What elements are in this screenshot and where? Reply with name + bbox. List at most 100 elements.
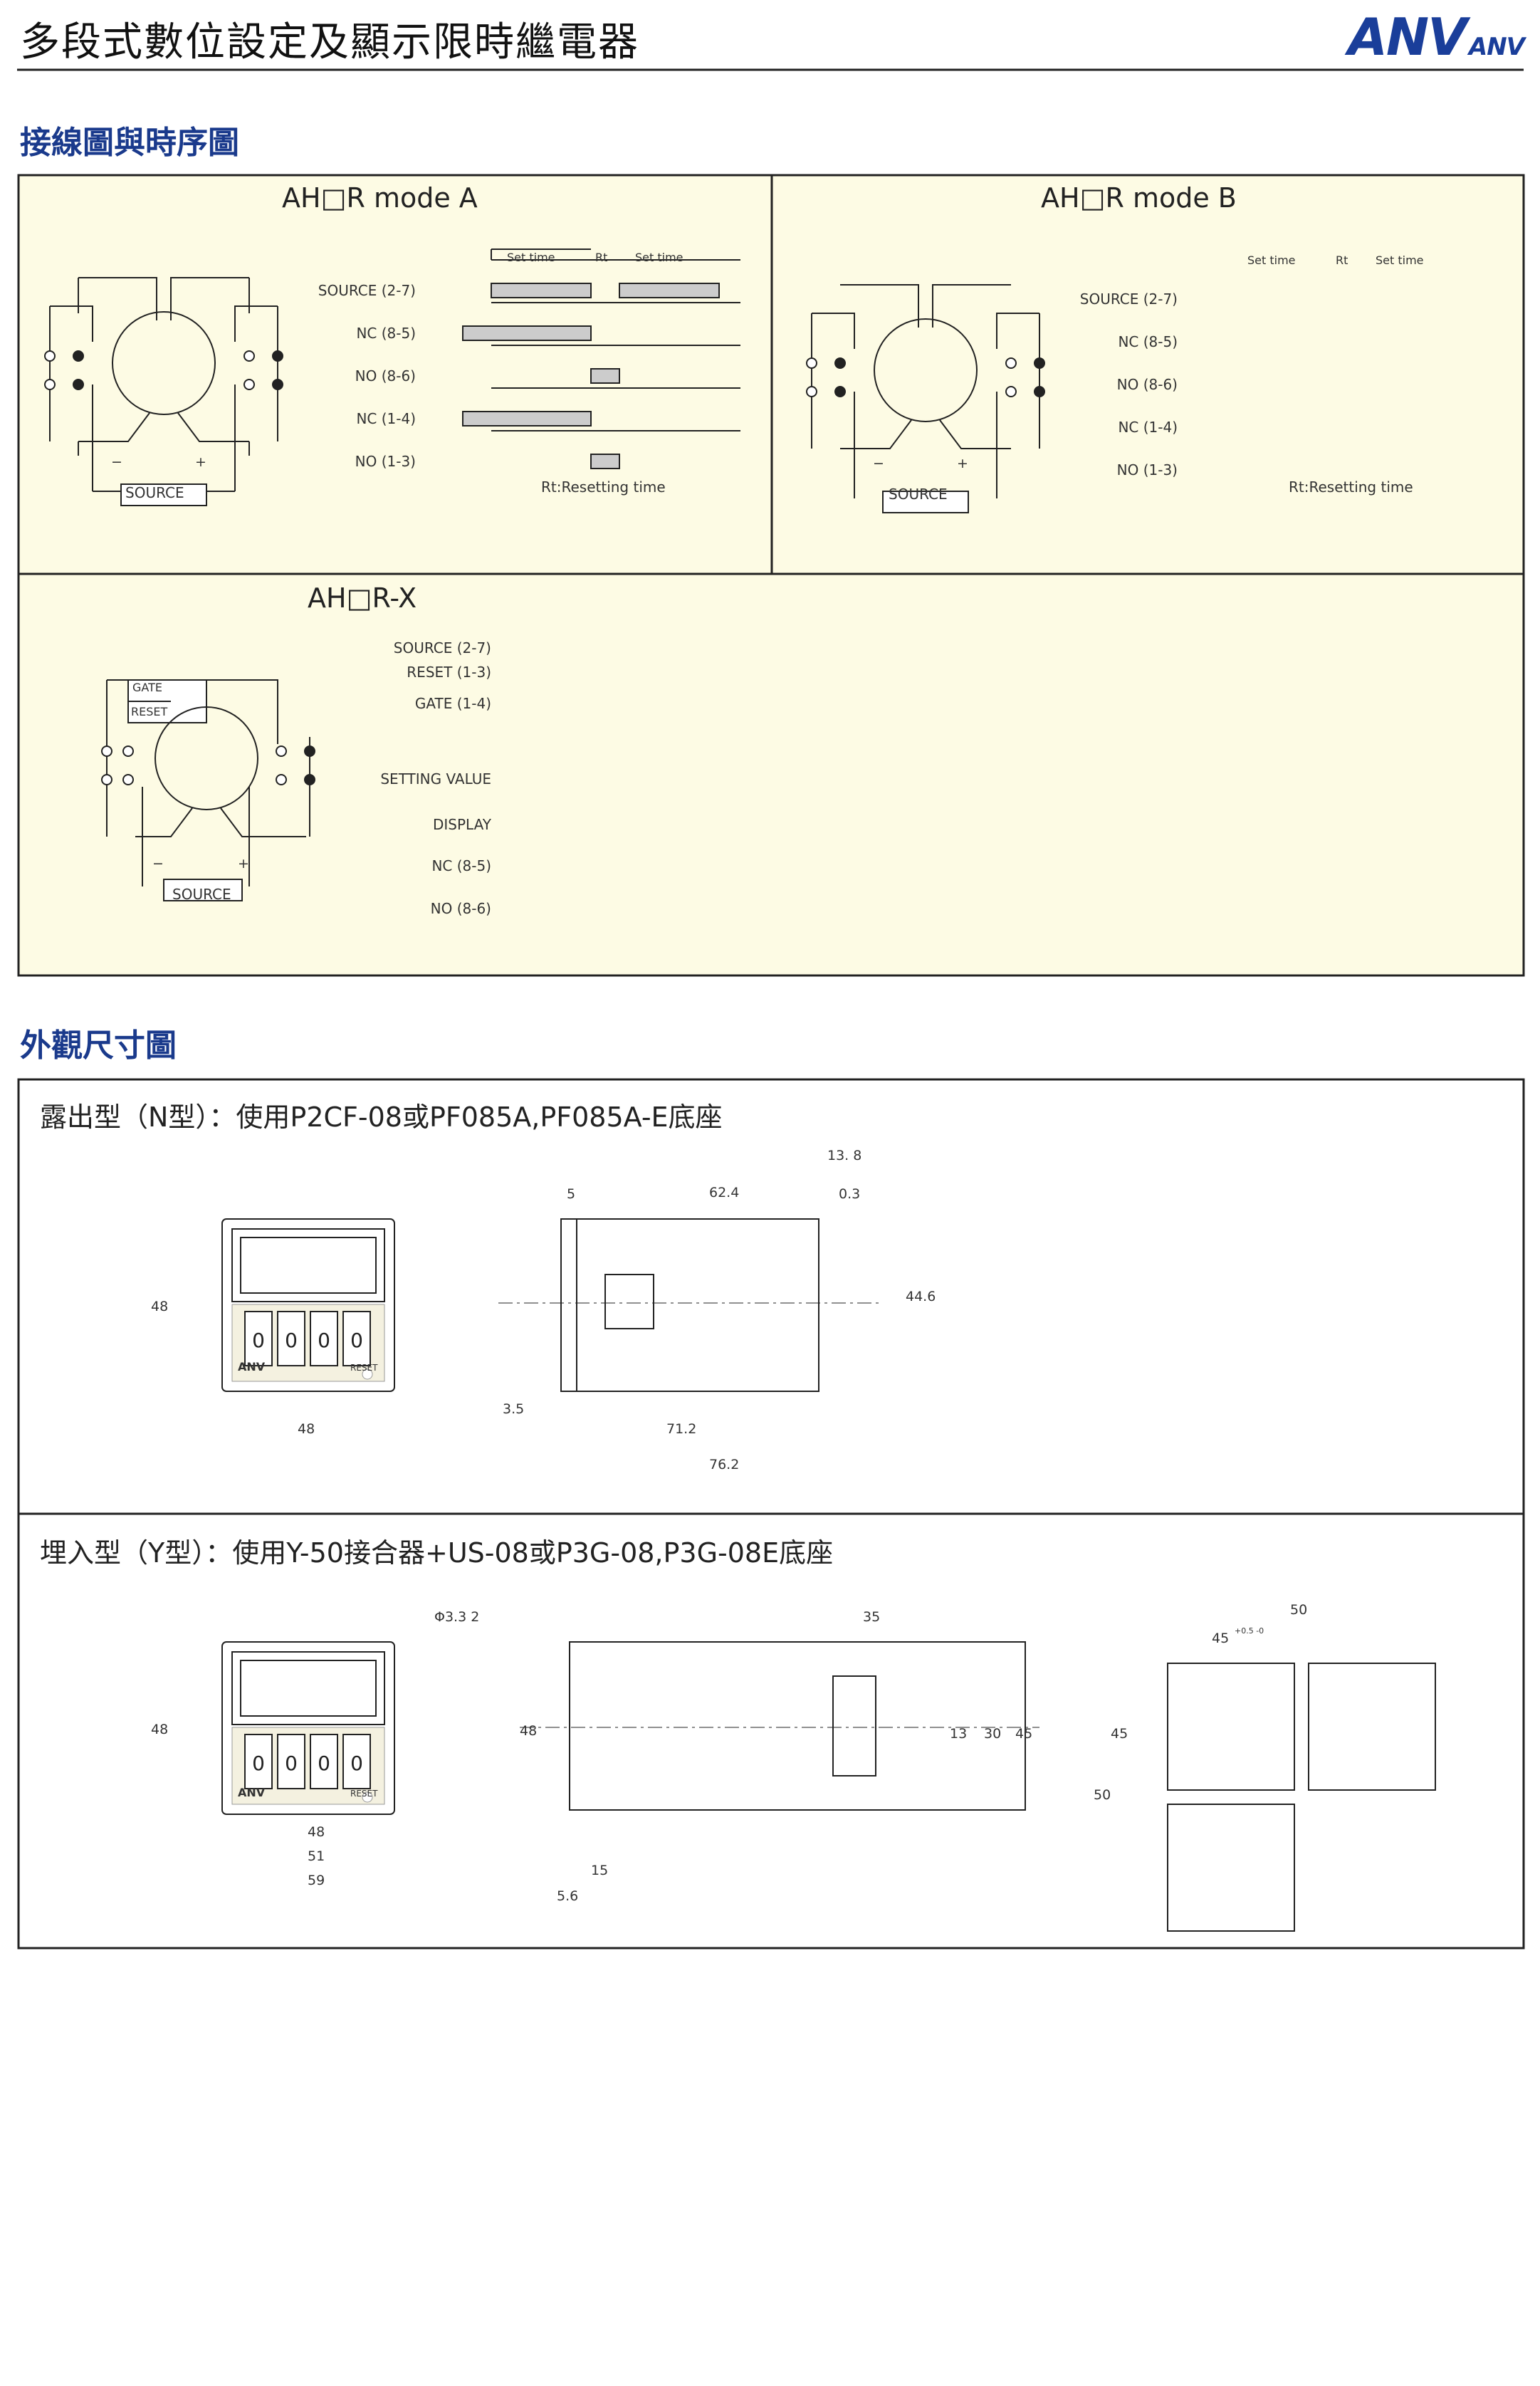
section-title-wiring: 接線圖與時序圖	[20, 125, 239, 161]
y-type-dim-48: 48	[308, 1824, 325, 1840]
n-type-side-socket	[604, 1274, 654, 1329]
mode-b-signal: NO (8-6)	[1116, 376, 1178, 393]
n-type-front-digit-switch	[244, 1311, 273, 1366]
mode-x-reset-label: RESET	[131, 705, 168, 718]
mode-x-minus: −	[152, 856, 164, 872]
n-type-front-digit: 0	[252, 1329, 265, 1352]
wiring-socket-mode-x	[101, 679, 315, 901]
y-type-dim-height: 48	[151, 1722, 169, 1737]
n-type-front-digit-switch	[342, 1311, 371, 1366]
y-type-side-body	[569, 1641, 1026, 1811]
y-type-dim-59: 59	[308, 1873, 325, 1888]
mode-a-set-time-label-2: Set time	[635, 251, 683, 264]
n-type-dim-5: 5	[567, 1186, 576, 1202]
n-type-dim-13-8: 13. 8	[827, 1148, 862, 1163]
n-type-front-digit: 0	[350, 1329, 363, 1352]
wiring-socket-mode-a	[44, 277, 283, 506]
mode-b-plus: +	[957, 456, 968, 471]
mode-a-source-label: SOURCE	[125, 484, 184, 501]
n-type-dim-71-2: 71.2	[666, 1421, 697, 1437]
y-type-front-digit: 0	[285, 1752, 298, 1775]
mode-a-signal: NO (1-3)	[355, 453, 416, 470]
mode-x-source-label: SOURCE	[172, 886, 231, 903]
y-type-cutout-45-top: 45	[1212, 1631, 1230, 1646]
n-type-front-digit-switch	[277, 1311, 305, 1366]
y-type-dim-30: 30	[984, 1726, 1002, 1742]
mode-a-rt-label: Rt	[595, 251, 608, 264]
y-type-cutout-45-side: 45	[1111, 1726, 1128, 1742]
y-type-front-display	[240, 1660, 377, 1717]
mode-x-signal: RESET (1-3)	[407, 664, 491, 681]
mode-x-signal: SOURCE (2-7)	[393, 639, 491, 656]
n-type-dim-44-6: 44.6	[906, 1289, 936, 1304]
y-type-dim-35: 35	[863, 1609, 881, 1625]
mode-a-signal: NO (8-6)	[355, 367, 416, 384]
mode-b-minus: −	[873, 456, 884, 471]
y-type-front-reset-button	[362, 1791, 373, 1803]
mode-x-gate-label: GATE	[132, 681, 162, 694]
y-type-brand: ANV	[238, 1786, 266, 1799]
mode-b-footer: Rt:Resetting time	[1289, 478, 1413, 496]
y-type-cutout-50-top: 50	[1290, 1602, 1308, 1618]
timing-diagram-mode-a	[462, 248, 740, 469]
y-type-front-digit: 0	[350, 1752, 363, 1775]
y-type-cutout-2	[1308, 1663, 1436, 1791]
y-type-cutout-3	[1167, 1804, 1295, 1932]
n-type-dim-62-4: 62.4	[709, 1185, 740, 1200]
y-type-reset: RESET	[350, 1789, 378, 1799]
n-type-brand: ANV	[238, 1360, 266, 1373]
mode-b-source-label: SOURCE	[889, 486, 948, 503]
mode-x-signal: NO (8-6)	[430, 900, 491, 917]
n-type-dim-0-3: 0.3	[839, 1186, 861, 1202]
y-type-dim-5-6: 5.6	[557, 1888, 579, 1904]
y-type-side-knob	[832, 1675, 876, 1777]
mode-a-set-time-label: Set time	[507, 251, 555, 264]
y-type-front-digit-switch	[342, 1734, 371, 1789]
mode-a-plus: +	[195, 454, 206, 470]
n-type-dim-76-2: 76.2	[709, 1457, 740, 1472]
mode-a-footer: Rt:Resetting time	[541, 478, 666, 496]
n-type-caption: 露出型（N型）：使用P2CF-08或PF085A,PF085A-E底座	[40, 1102, 723, 1133]
mode-a-minus: −	[111, 454, 122, 470]
y-type-front-digit: 0	[252, 1752, 265, 1775]
y-type-cutout-tolerance: +0.5 -0	[1235, 1626, 1264, 1636]
brand-logo-main: ANV	[1348, 7, 1467, 67]
n-type-front-digit: 0	[285, 1329, 298, 1352]
y-type-dim-15: 15	[591, 1863, 609, 1878]
mode-b-set-time-label-2: Set time	[1376, 253, 1424, 267]
y-type-front-digit: 0	[318, 1752, 330, 1775]
y-type-front-digit-switch	[310, 1734, 338, 1789]
mode-b-rt-label: Rt	[1336, 253, 1348, 267]
n-type-front-digit: 0	[318, 1329, 330, 1352]
n-type-front-digit-switch	[310, 1311, 338, 1366]
mode-b-title: AH□R mode B	[1041, 182, 1237, 214]
n-type-dim-width: 48	[298, 1421, 315, 1437]
n-type-front-display	[240, 1237, 377, 1294]
brand-logo-sub: ANV	[1468, 33, 1525, 61]
page-title: 多段式數位設定及顯示限時繼電器	[20, 19, 639, 66]
n-type-reset: RESET	[350, 1363, 378, 1373]
y-type-cutout-50-side: 50	[1094, 1787, 1111, 1803]
y-type-dim-45: 45	[1015, 1726, 1033, 1742]
mode-a-signal: SOURCE (2-7)	[318, 282, 416, 299]
mode-x-plus: +	[238, 856, 249, 872]
mode-x-title: AH□R-X	[308, 582, 417, 614]
y-type-dim-hole: Φ3.3 2	[434, 1609, 480, 1625]
y-type-front-digit-switch	[277, 1734, 305, 1789]
mode-b-signal: NC (1-4)	[1118, 419, 1178, 436]
mode-a-signal: NC (8-5)	[356, 325, 416, 342]
y-type-cutout-1	[1167, 1663, 1295, 1791]
wiring-socket-mode-b	[806, 284, 1045, 513]
mode-a-title: AH□R mode A	[282, 182, 478, 214]
mode-x-signal: SETTING VALUE	[380, 770, 491, 788]
n-type-side-bezel	[560, 1218, 577, 1392]
mode-a-signal: NC (1-4)	[356, 410, 416, 427]
section-title-dimension: 外觀尺寸圖	[20, 1027, 177, 1064]
n-type-dim-3-5: 3.5	[503, 1401, 525, 1417]
mode-b-set-time-label: Set time	[1247, 253, 1296, 267]
mode-x-signal: NC (8-5)	[431, 857, 491, 874]
y-type-front-digit-switch	[244, 1734, 273, 1789]
mode-x-signal: DISPLAY	[432, 816, 491, 833]
